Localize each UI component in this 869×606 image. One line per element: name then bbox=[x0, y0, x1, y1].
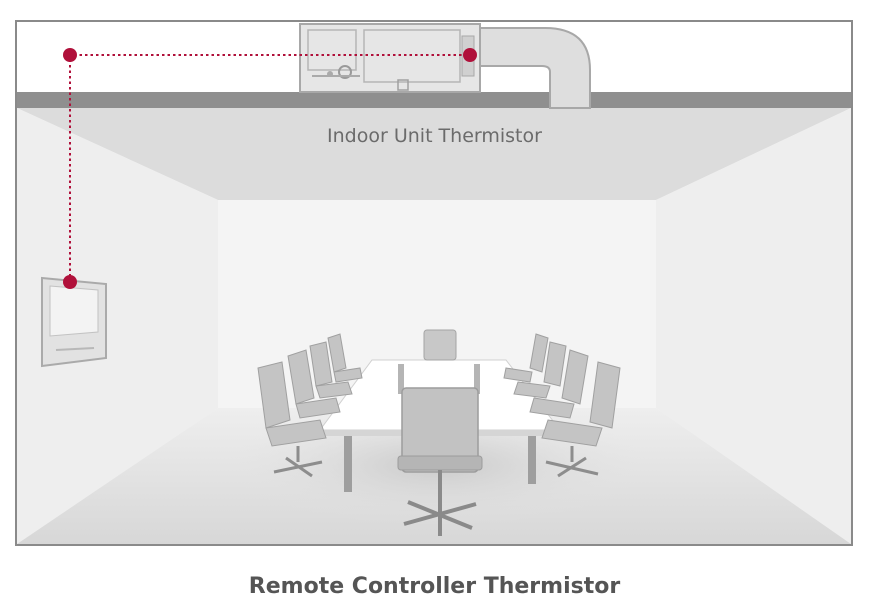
remote-controller-icon bbox=[42, 278, 106, 366]
remote-controller-thermistor-marker bbox=[63, 275, 77, 289]
ceiling-slab bbox=[17, 92, 851, 108]
indoor-unit-thermistor-marker bbox=[463, 48, 477, 62]
remote-controller-thermistor-label: Remote Controller Thermistor bbox=[0, 574, 869, 599]
indoor-unit-thermistor-label: Indoor Unit Thermistor bbox=[0, 125, 869, 147]
office-chair-icon bbox=[424, 330, 456, 360]
indoor-unit-icon bbox=[300, 24, 480, 92]
corner-marker bbox=[63, 48, 77, 62]
